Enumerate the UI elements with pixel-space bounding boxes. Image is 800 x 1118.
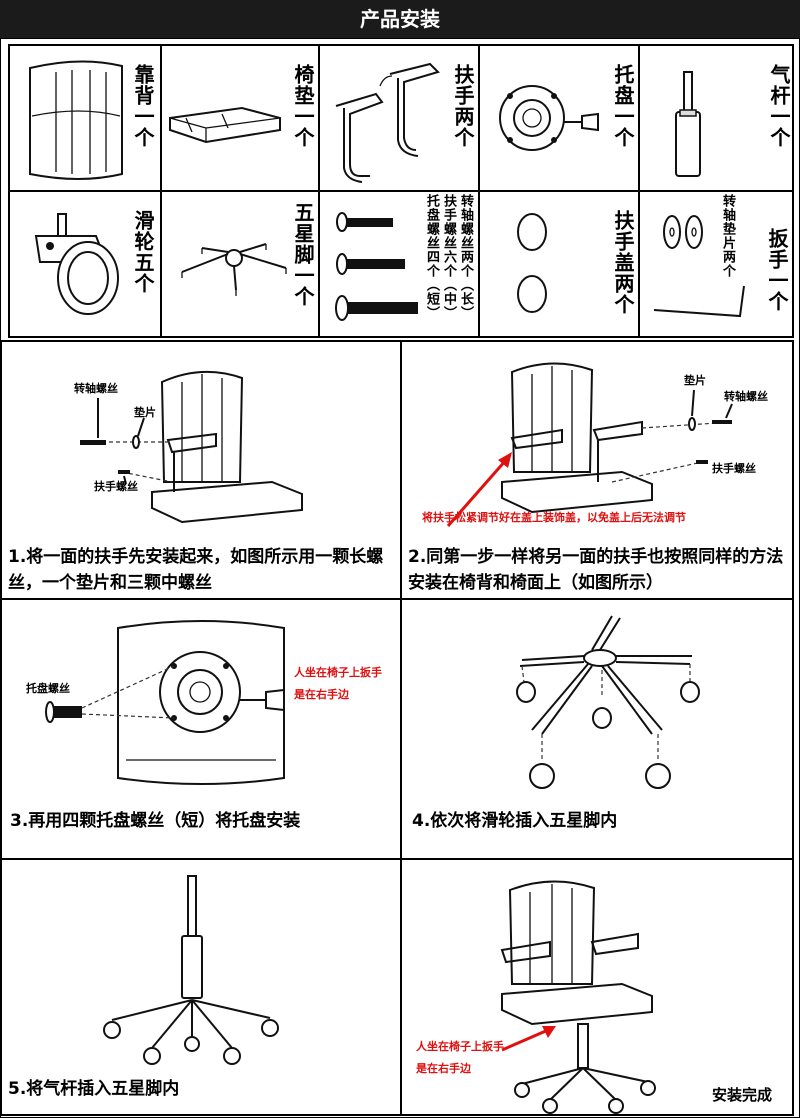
- backrest-illustration: [29, 60, 123, 180]
- part-cell-seat: 椅垫一个: [160, 44, 320, 192]
- complete-wrench-note: 人坐在椅子上扳手是在右手边: [416, 1040, 504, 1075]
- step-1-cell: 转轴螺丝 垫片 扶手螺丝 1.将一面的扶手先安装起来，如图所示用一颗长螺丝，一个…: [0, 340, 402, 600]
- armrest-illustration: [335, 62, 440, 183]
- part-label-tray-screw: 托盘螺丝四个（短）: [424, 194, 439, 320]
- step-1-chair-diagram: [80, 370, 303, 524]
- assembled-chair-diagram: [500, 880, 656, 1114]
- step-5-caption: 5.将气杆插入五星脚内: [8, 1079, 180, 1099]
- part-cell-tray: 托盘一个: [478, 44, 640, 192]
- part-label-washer: 转轴垫片两个: [720, 194, 735, 278]
- annotation-pivot-screw: 转轴螺丝: [74, 382, 118, 395]
- annotation-arm-screw: 扶手螺丝: [94, 480, 138, 493]
- annotation-washer: 垫片: [684, 374, 706, 387]
- annotation-arm-screw: 扶手螺丝: [712, 462, 756, 475]
- screws-illustration: [335, 212, 418, 321]
- step-2-chair-diagram: [446, 362, 733, 527]
- annotation-pivot-screw: 转轴螺丝: [724, 390, 768, 403]
- step-2-caption: 2.同第一步一样将另一面的扶手也按照同样的方法安装在椅背和椅面上（如图所示）: [408, 547, 784, 593]
- part-label-pivot-screw: 转轴螺丝两个（长）: [458, 194, 473, 320]
- step-5-cell: 5.将气杆插入五星脚内: [0, 858, 402, 1116]
- part-label: 气杆一个: [767, 64, 791, 148]
- complete-caption: 安装完成: [712, 1086, 773, 1104]
- step-3-seat-underside-diagram: [45, 620, 285, 785]
- step-4-caption: 4.依次将滑轮插入五星脚内: [412, 811, 618, 831]
- step-3-cell: 托盘螺丝 人坐在椅子上扳手是在右手边 3.再用四颗托盘螺丝（短）将托盘安装: [0, 598, 402, 860]
- step-1-caption: 1.将一面的扶手先安装起来，如图所示用一颗长螺丝，一个垫片和三颗中螺丝: [8, 547, 384, 593]
- part-cell-screws: 托盘螺丝四个（短） 扶手螺丝六个（中） 转轴螺丝两个（长）: [318, 190, 480, 338]
- star-base-illustration: [181, 243, 287, 296]
- part-cell-washers-wrench: 转轴垫片两个 扳手一个: [638, 190, 794, 338]
- part-label: 托盘一个: [611, 64, 635, 148]
- step-3-wrench-note: 人坐在椅子上扳手是在右手边: [294, 666, 382, 701]
- part-label-wrench: 扳手一个: [765, 228, 789, 312]
- step-4-base-caster-diagram: [516, 615, 700, 789]
- part-label-arm-screw: 扶手螺丝六个（中）: [441, 194, 456, 320]
- washers-wrench-illustration: [653, 215, 745, 318]
- tray-mechanism-illustration: [499, 85, 599, 151]
- step-2-warning-note: 将扶手松紧调节好在盖上装饰盖，以免盖上后无法调节: [422, 511, 686, 524]
- part-cell-star-base: 五星脚一个: [160, 190, 320, 338]
- step-3-caption: 3.再用四颗托盘螺丝（短）将托盘安装: [10, 811, 301, 831]
- arm-caps-illustration: [517, 213, 547, 313]
- step-2-cell: 垫片 转轴螺丝 扶手螺丝 将扶手松紧调节好在盖上装饰盖，以免盖上后无法调节 2.…: [400, 340, 794, 600]
- part-cell-arm-caps: 扶手盖两个: [478, 190, 640, 338]
- part-label: 扶手两个: [451, 64, 475, 148]
- complete-cell: 人坐在椅子上扳手是在右手边 安装完成: [400, 858, 794, 1116]
- step-5-gas-lift-diagram: [103, 875, 279, 1065]
- part-label: 靠背一个: [131, 64, 155, 148]
- part-cell-backrest: 靠背一个: [8, 44, 162, 192]
- part-label: 扶手盖两个: [611, 210, 635, 315]
- seat-cushion-illustration: [169, 106, 281, 144]
- annotation-tray-screw: 托盘螺丝: [26, 682, 70, 695]
- gas-lift-illustration: [675, 71, 701, 177]
- part-cell-gas-lift: 气杆一个: [638, 44, 794, 192]
- part-label: 椅垫一个: [291, 64, 315, 148]
- part-label: 五星脚一个: [291, 202, 315, 307]
- part-label: 滑轮五个: [131, 210, 155, 294]
- annotation-washer: 垫片: [134, 406, 156, 419]
- page-title: 产品安装: [0, 0, 800, 38]
- step-4-cell: 4.依次将滑轮插入五星脚内: [400, 598, 794, 860]
- part-cell-casters: 滑轮五个: [8, 190, 162, 338]
- caster-illustration: [34, 213, 119, 315]
- part-cell-armrest: 扶手两个: [318, 44, 480, 192]
